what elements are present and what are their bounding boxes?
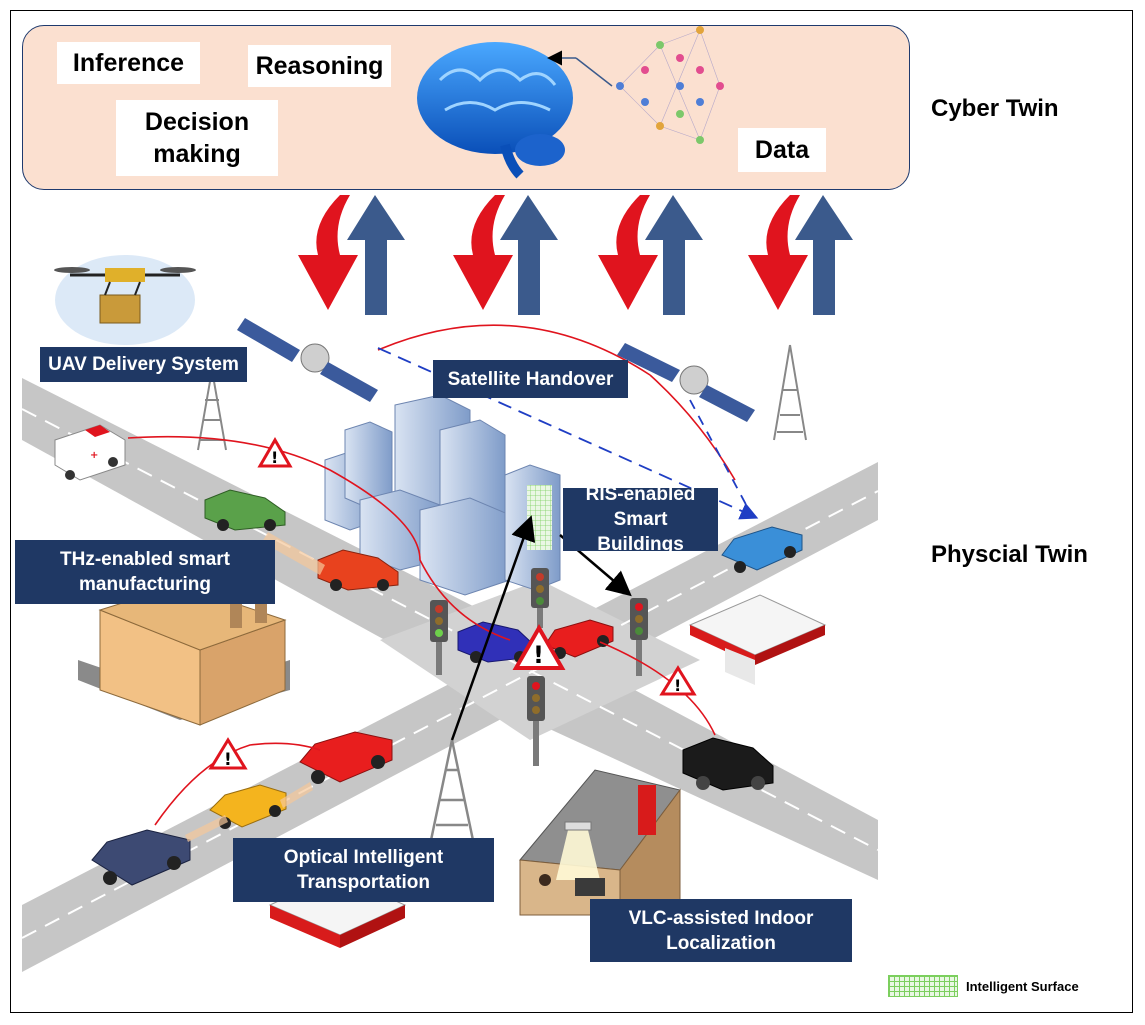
car-blue	[457, 621, 534, 663]
house-icon	[519, 769, 681, 916]
satellite-handover-label: Satellite Handover	[433, 360, 628, 398]
drone-icon	[54, 255, 196, 345]
taxi-icon	[209, 784, 287, 829]
car-red	[544, 619, 614, 659]
vlc-localization-label: VLC-assisted Indoor Localization	[590, 899, 852, 962]
decision-making-label: Decision making	[116, 100, 278, 176]
thz-manufacturing-label: THz-enabled smart manufacturing	[15, 540, 275, 604]
legend: Intelligent Surface	[888, 975, 1079, 997]
svg-text:!: !	[674, 676, 681, 695]
uav-delivery-label: UAV Delivery System	[40, 347, 247, 382]
reasoning-label: Reasoning	[248, 45, 391, 87]
down-arrow-1	[298, 195, 358, 310]
traffic-light-icon	[430, 600, 448, 675]
twin-sync-arrows	[298, 195, 853, 315]
legend-label: Intelligent Surface	[966, 978, 1079, 994]
cyber-twin-title: Cyber Twin	[931, 95, 1059, 122]
down-arrow-3	[598, 195, 658, 310]
figure-frame	[10, 10, 1133, 1013]
warning-icon: !	[257, 436, 293, 468]
up-arrow-3	[645, 195, 703, 315]
car-skyblue	[721, 526, 803, 573]
neural-network-icon	[547, 26, 724, 144]
down-arrow-4	[748, 195, 808, 310]
up-arrow-4	[795, 195, 853, 315]
cell-tower-icon	[773, 344, 807, 441]
cell-tower-icon	[428, 739, 476, 846]
satellite-icon	[617, 343, 755, 422]
svg-text:!: !	[271, 448, 278, 467]
factory-icon	[78, 584, 290, 726]
warning-icon: !	[512, 623, 566, 670]
traffic-light-icon	[527, 676, 545, 766]
intelligent-surface-swatch	[888, 975, 958, 997]
brain-icon	[417, 42, 573, 179]
svg-text:!: !	[533, 641, 544, 669]
optical-transportation-label: Optical Intelligent Transportation	[233, 838, 494, 902]
intelligent-surface	[527, 485, 552, 550]
up-arrow-1	[347, 195, 405, 315]
up-arrow-2	[500, 195, 558, 315]
satellite-icon	[237, 318, 378, 402]
roadside-shop	[688, 594, 827, 685]
warning-icon: !	[208, 737, 248, 770]
down-arrow-2	[453, 195, 513, 310]
car-black	[682, 737, 774, 791]
car-green	[204, 489, 286, 531]
physical-twin-title: Physcial Twin	[931, 541, 1088, 568]
ris-smart-buildings-label: RIS-enabled Smart Buildings	[563, 484, 718, 555]
svg-text:!: !	[224, 750, 232, 770]
data-label: Data	[738, 128, 826, 172]
car-red	[317, 549, 399, 591]
cell-tower-icon	[197, 369, 227, 451]
warning-icon: !	[659, 665, 697, 696]
svg-text:+: +	[90, 450, 98, 461]
traffic-light-icon	[531, 568, 549, 628]
car-red	[299, 731, 393, 784]
traffic-light-icon	[630, 598, 648, 676]
ambulance-icon: +	[54, 424, 126, 481]
inference-label: Inference	[57, 42, 200, 84]
